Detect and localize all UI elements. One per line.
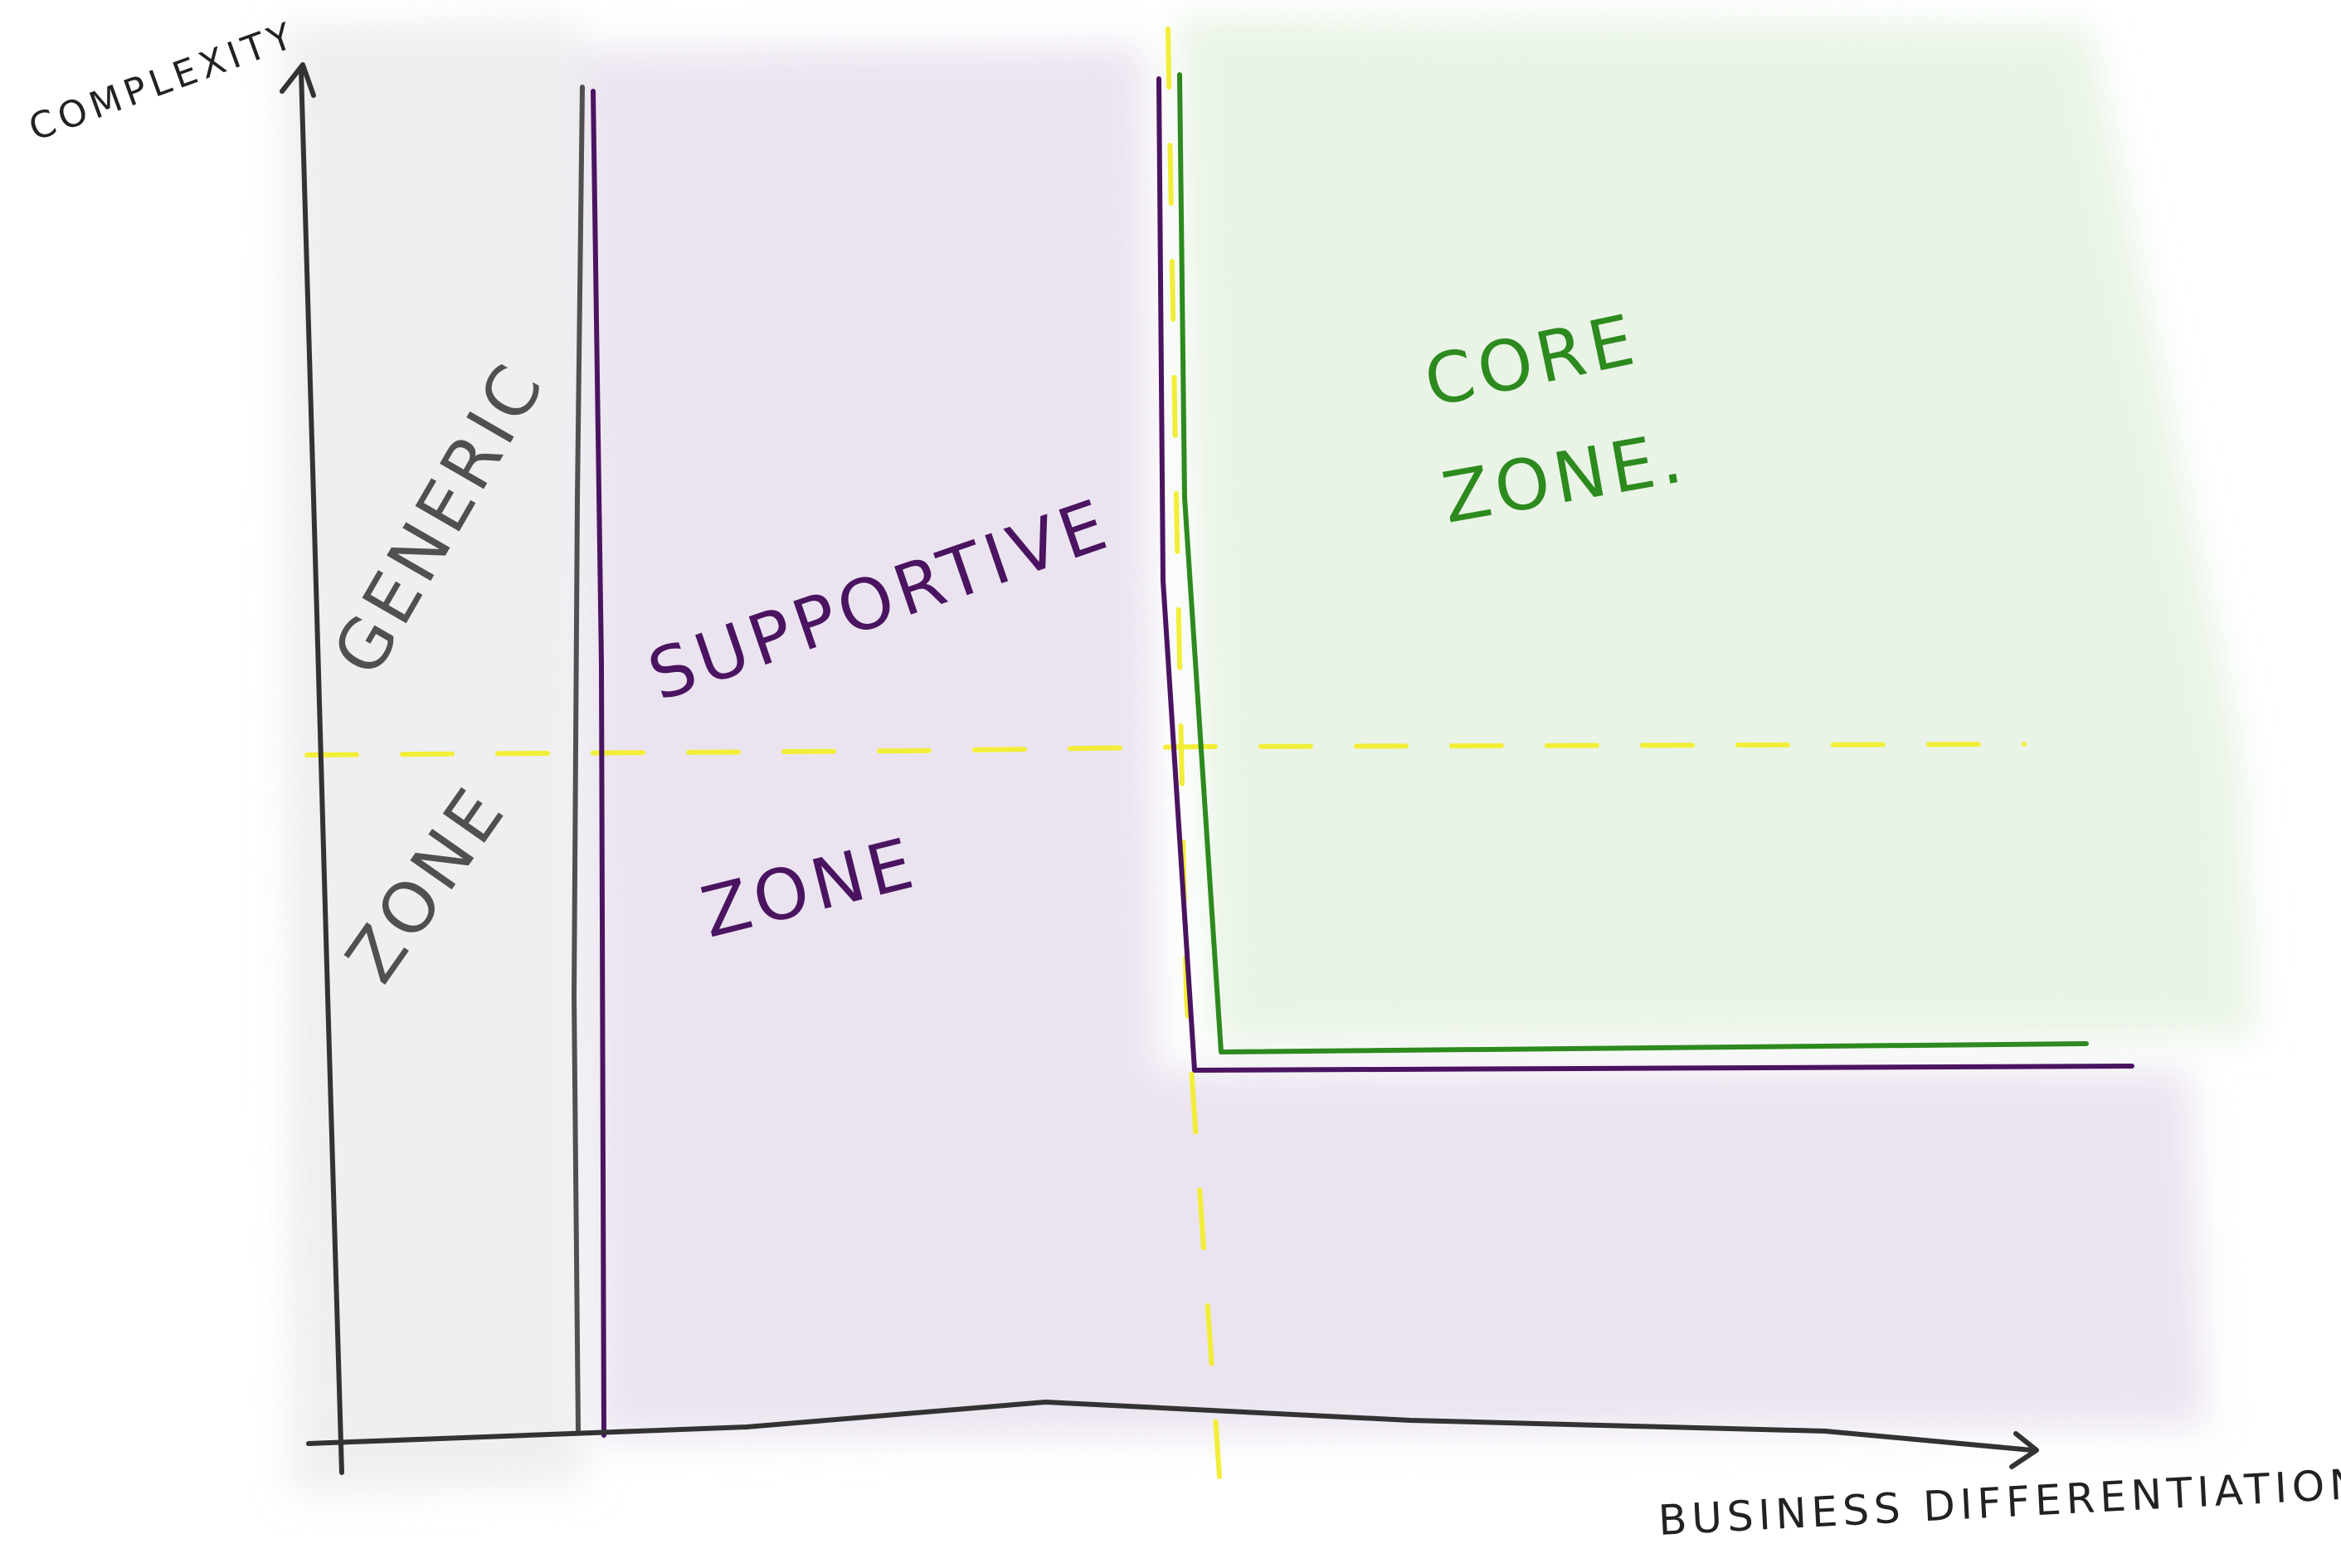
core-zone-fill (1178, 17, 2256, 1045)
y-axis (299, 68, 344, 1475)
x-axis (306, 1400, 2035, 1453)
core-boundary-line (1177, 72, 2089, 1054)
y-axis-label: COMPLEXITY (23, 13, 302, 149)
x-axis-label: BUSINESS DIFFERENTIATION (1657, 1459, 2341, 1545)
supportive-core-divider (1156, 76, 2134, 1073)
axes (280, 62, 2039, 1475)
supportive-boundary-line (591, 89, 606, 1438)
generic-zone-fill (282, 21, 585, 1493)
horizontal-guide (304, 742, 2027, 757)
zone-fills (282, 17, 2256, 1493)
supportive-zone-fill (581, 46, 2207, 1439)
y-axis-arrowhead (280, 62, 316, 98)
guide-lines (304, 27, 2027, 1479)
x-axis-arrowhead (2009, 1431, 2039, 1469)
vertical-guide (1166, 27, 1222, 1479)
generic-boundary-line (572, 85, 585, 1434)
